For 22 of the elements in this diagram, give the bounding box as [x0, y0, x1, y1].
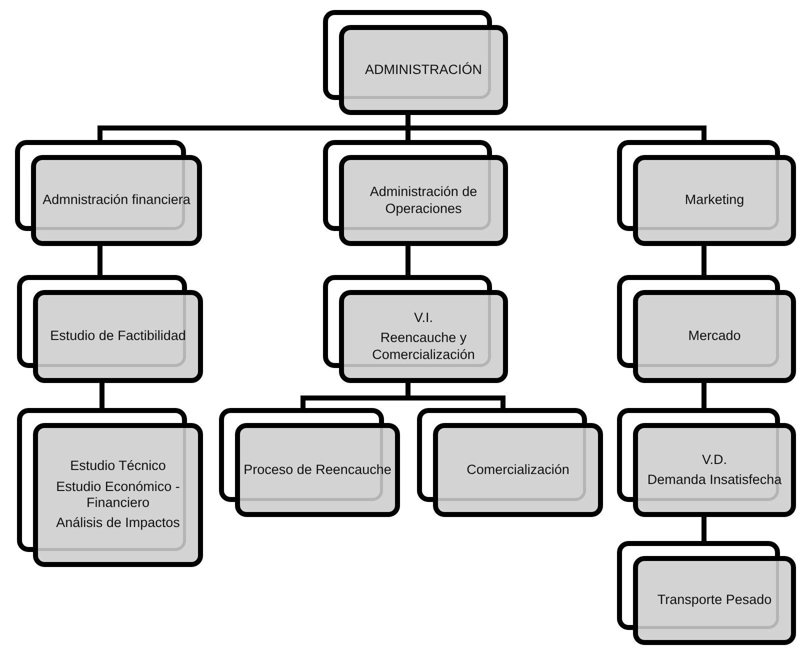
node-label: Marketing [684, 192, 744, 209]
node-label: V.I. [414, 310, 434, 326]
node-label: Estudio de Factibilidad [50, 328, 186, 345]
connector-line [702, 383, 706, 408]
node-label: V.D. [702, 452, 728, 468]
node-label: Mercado [688, 328, 741, 345]
node-label: Administración de Operaciones [368, 184, 478, 217]
node-label: Estudio Técnico [70, 458, 166, 475]
node-label: ADMINISTRACIÓN [364, 62, 482, 78]
connector-line [702, 517, 706, 541]
node-label: Análisis de Impactos [56, 515, 180, 532]
node-label: Transporte Pesado [657, 592, 772, 609]
connector-line [702, 246, 706, 275]
node-label: Comercialización [466, 462, 570, 478]
connector-line [406, 246, 410, 275]
node-label: Estudio Económico - Financiero [55, 478, 181, 512]
node-label: Demanda Insatisfecha [647, 472, 782, 488]
node-label: Reencauche y Comercialización [371, 330, 476, 364]
node-label: Proceso de Reencauche [244, 462, 392, 478]
connector-line [98, 246, 102, 275]
node-label: Admnistración financiera [42, 192, 190, 209]
connector-line [100, 383, 104, 408]
